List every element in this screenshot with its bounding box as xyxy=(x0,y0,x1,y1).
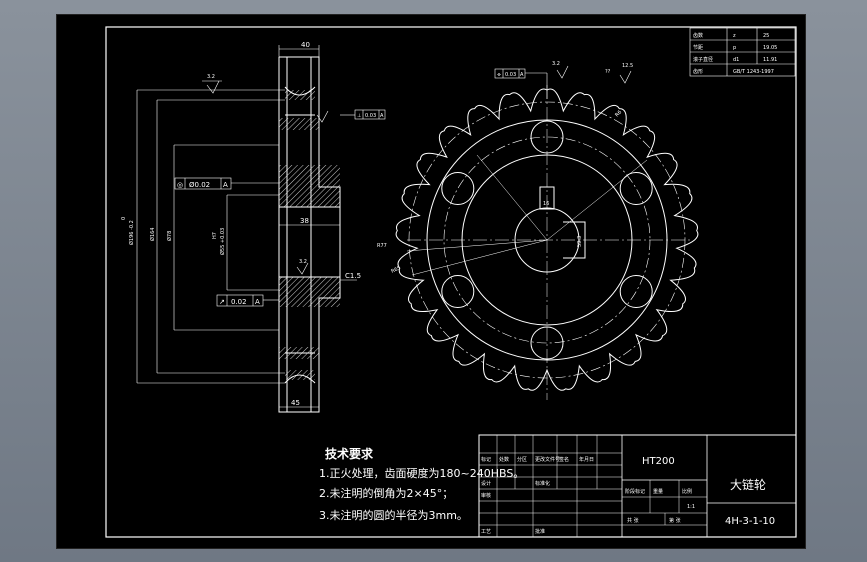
tol-perp-value: 0.03 xyxy=(365,113,376,119)
section-dimensions xyxy=(136,45,386,408)
tech-req-line-3: 3.未注明的圆的半径为3mm。 xyxy=(319,508,468,522)
tol-perp-datum: A xyxy=(380,113,384,119)
tol-sym-datum: A xyxy=(520,72,524,78)
dim-outer-diameter-top: 0 xyxy=(121,217,127,220)
drawing-number: 4H-3-1-10 xyxy=(725,516,775,527)
params-value: 11.91 xyxy=(763,57,777,63)
tb-review: 审核 xyxy=(481,492,491,499)
rough-right: 12.5 xyxy=(622,63,633,69)
tb-weight: 重量 xyxy=(653,488,663,495)
tol-runout-datum: A xyxy=(255,298,260,306)
lightening-hole xyxy=(441,172,475,205)
inner-border xyxy=(105,26,797,538)
lightening-hole xyxy=(530,120,564,154)
tech-req-line-1: 1.正火处理，齿面硬度为180~240HBS。 xyxy=(319,466,524,480)
dim-key-b: 16 xyxy=(543,201,549,207)
rough-extra: ?? xyxy=(605,69,611,75)
tol-concentricity-value: Ø0.02 xyxy=(189,181,210,189)
dim-r77: R77 xyxy=(377,243,387,249)
tb-process: 工艺 xyxy=(481,529,491,535)
dim-width-top: 40 xyxy=(301,41,310,49)
params-key: 节距 xyxy=(693,45,703,51)
tb-standardize: 标准化 xyxy=(535,480,550,487)
dim-diameter-78: Ø78 xyxy=(166,231,173,241)
params-key: 滚子直径 xyxy=(693,56,713,63)
rough-hub: 3.2 xyxy=(299,259,307,265)
params-symbol: d1 xyxy=(733,57,739,63)
lightening-hole xyxy=(619,275,653,308)
tb-count: 处数 xyxy=(499,456,509,463)
params-table-text: 齿数 z 25 节距 p 19.05 滚子直径 d1 11.91 齿形 GB/T 1243-1997 xyxy=(693,32,777,75)
params-key: 齿数 xyxy=(693,32,703,39)
dim-bore: Ø55 +0.03 xyxy=(219,228,226,255)
params-value: GB/T 1243-1997 xyxy=(733,69,774,75)
part-name: 大链轮 xyxy=(730,477,766,492)
tb-mark: 标记 xyxy=(481,456,491,463)
params-key: 齿形 xyxy=(693,68,703,75)
tol-perp-symbol: ⊥ xyxy=(357,113,361,119)
scale-value: 1:1 xyxy=(687,504,695,510)
params-value: 19.05 xyxy=(763,45,777,51)
tol-runout-value: 0.02 xyxy=(231,298,247,306)
tol-sym-symbol: ⌯ xyxy=(497,72,501,78)
material-label: HT200 xyxy=(642,456,675,467)
lightening-hole xyxy=(619,172,653,205)
dim-chamfer: C1.5 xyxy=(345,272,361,280)
rough-left: 3.2 xyxy=(207,74,215,80)
dim-r6: R6 xyxy=(614,109,623,118)
title-block xyxy=(478,434,797,538)
tol-sym-value: 0.03 xyxy=(505,72,516,78)
params-symbol: z xyxy=(733,33,736,39)
tb-sheet: 共 张 xyxy=(627,517,639,524)
dim-bore-fit: H7 xyxy=(212,232,218,239)
tb-designer: 设计 xyxy=(481,480,491,487)
rough-front: 3.2 xyxy=(552,61,560,67)
params-value: 25 xyxy=(763,33,769,39)
cad-drawing: 齿数 z 25 节距 p 19.05 滚子直径 d1 11.91 齿形 GB/T 1243-1997 xyxy=(105,26,797,538)
lightening-hole xyxy=(530,326,564,360)
dim-bore-length: 38 xyxy=(300,217,309,225)
tb-change-doc: 更改文件号 xyxy=(535,456,560,463)
dim-key-t: 59.3 xyxy=(577,236,583,247)
lightening-hole xyxy=(441,275,475,308)
tb-sign: 签名 xyxy=(559,456,569,463)
section-hatching xyxy=(279,90,340,380)
tech-req-title: 技术要求 xyxy=(325,446,374,461)
tb-stage: 阶段标记 xyxy=(625,488,645,495)
dim-outer-diameter: Ø196 -0.2 xyxy=(128,220,135,245)
drawing-sheet: 齿数 z 25 节距 p 19.05 滚子直径 d1 11.91 齿形 GB/T 1243-1997 xyxy=(57,15,805,548)
params-symbol: p xyxy=(733,45,736,51)
tol-concentricity-symbol: ◎ xyxy=(177,181,183,189)
dim-r65: R65 xyxy=(390,265,401,275)
tb-ratio: 比例 xyxy=(682,488,692,495)
dim-diameter-164: Ø164 xyxy=(149,228,156,241)
tol-concentricity-datum: A xyxy=(223,181,228,189)
tech-req-line-2: 2.未注明的倒角为2×45°； xyxy=(319,486,453,500)
dim-hub-length: 45 xyxy=(291,399,300,407)
tb-approve: 批准 xyxy=(535,528,545,535)
tb-date: 年月日 xyxy=(579,456,594,463)
tol-runout-symbol: ↗ xyxy=(219,298,225,306)
tb-sheet-no: 第 张 xyxy=(669,517,681,524)
params-table xyxy=(689,27,796,77)
front-view xyxy=(395,65,699,400)
tb-zone: 分区 xyxy=(517,456,527,463)
